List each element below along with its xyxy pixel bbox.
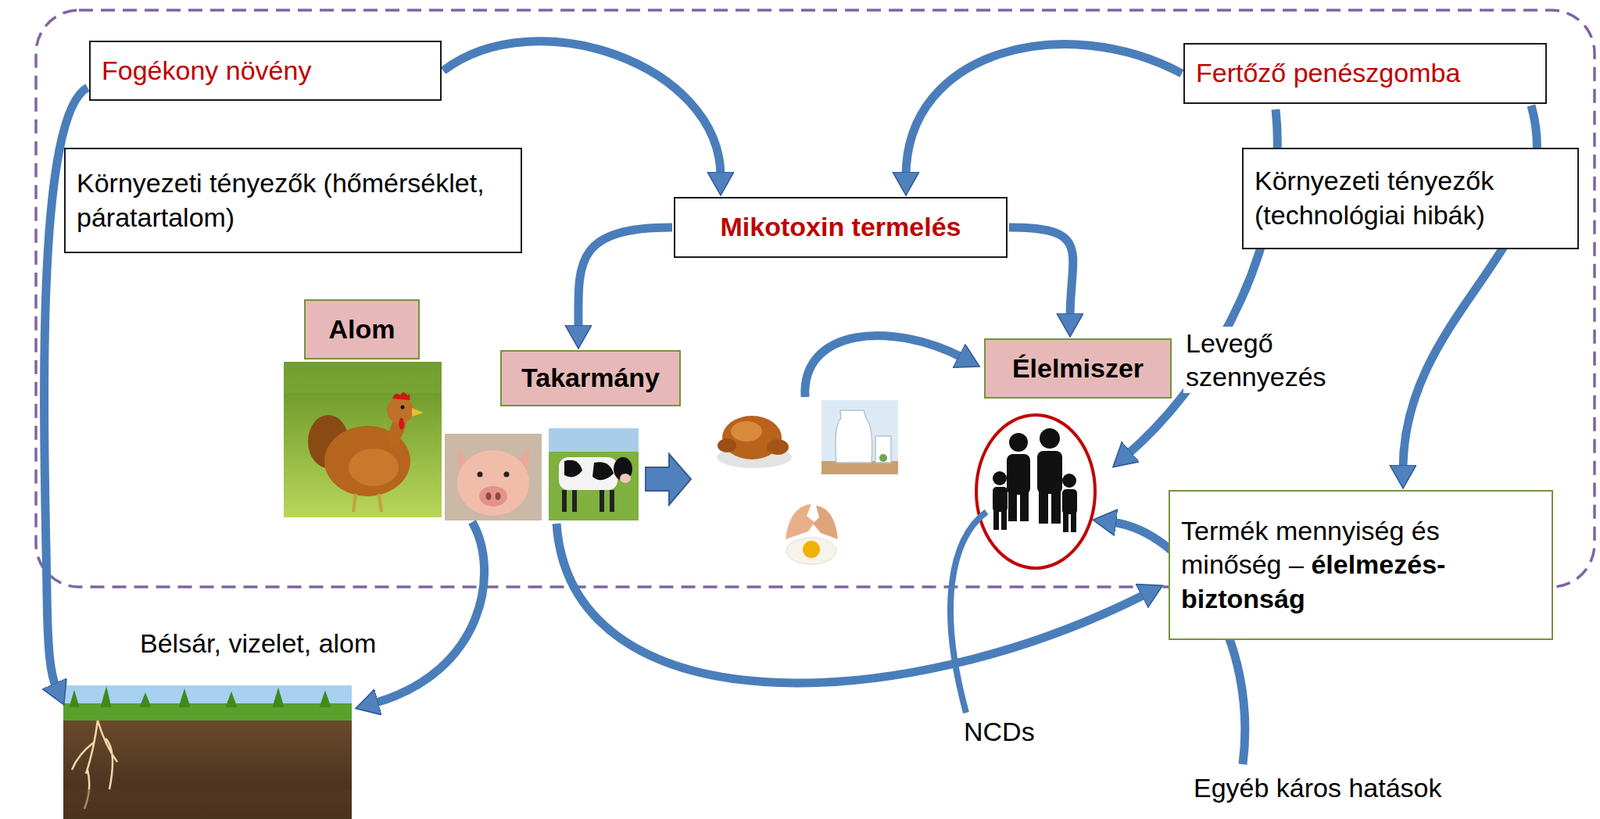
note-label: Egyéb káros hatások xyxy=(1191,771,1445,806)
stage-box: Élelmiszer xyxy=(984,338,1172,399)
process-box: Fertőző penészgomba xyxy=(1183,42,1547,104)
note-label: Bélsár, vizelet, alom xyxy=(137,626,379,661)
outcome-box: Termék mennyiség és minőség –élelmezés-b… xyxy=(1168,490,1554,641)
node-text: Mikotoxin termelés xyxy=(686,210,996,245)
flow-arrow xyxy=(805,335,963,398)
cow-picture xyxy=(548,428,639,521)
milk-picture xyxy=(821,400,899,475)
pig-picture xyxy=(444,433,542,521)
node-text: Alom xyxy=(313,312,411,348)
flow-line xyxy=(950,511,987,713)
flow-arrows xyxy=(44,87,1278,765)
process-box: Mikotoxin termelés xyxy=(673,196,1008,258)
flow-arrow xyxy=(1009,227,1074,319)
node-text: Fogékony növény xyxy=(101,53,430,89)
stage-box: Alom xyxy=(304,299,420,360)
node-text: Környezeti tényezők (hőmérséklet, párata… xyxy=(76,166,510,235)
roast-chicken-picture xyxy=(714,400,795,473)
egg-picture xyxy=(777,494,845,572)
stage-box: Takarmány xyxy=(500,350,681,407)
node-text: Környezeti tényezők (technológiai hibák) xyxy=(1254,164,1567,233)
process-box: Fogékony növény xyxy=(89,40,442,101)
flow-arrow xyxy=(373,522,485,704)
family-icon xyxy=(976,415,1096,569)
node-text: Élelmiszer xyxy=(993,351,1163,387)
node-text: Takarmány xyxy=(509,361,672,396)
factor-box: Környezeti tényezők (technológiai hibák) xyxy=(1242,147,1579,250)
note-label: Levegő szennyezés xyxy=(1183,326,1345,394)
flow-arrow xyxy=(556,523,1146,684)
soil-picture xyxy=(63,685,352,819)
factor-box: Környezeti tényezők (hőmérséklet, párata… xyxy=(64,147,523,254)
chicken-picture xyxy=(283,361,442,518)
note-label: NCDs xyxy=(961,715,1038,749)
block-arrow xyxy=(645,454,691,505)
flow-arrow xyxy=(905,44,1182,177)
node-text: Fertőző penészgomba xyxy=(1195,56,1535,91)
text-block: Termék mennyiség és minőség –élelmezés-b… xyxy=(1181,514,1541,617)
flow-arrow xyxy=(578,227,673,330)
